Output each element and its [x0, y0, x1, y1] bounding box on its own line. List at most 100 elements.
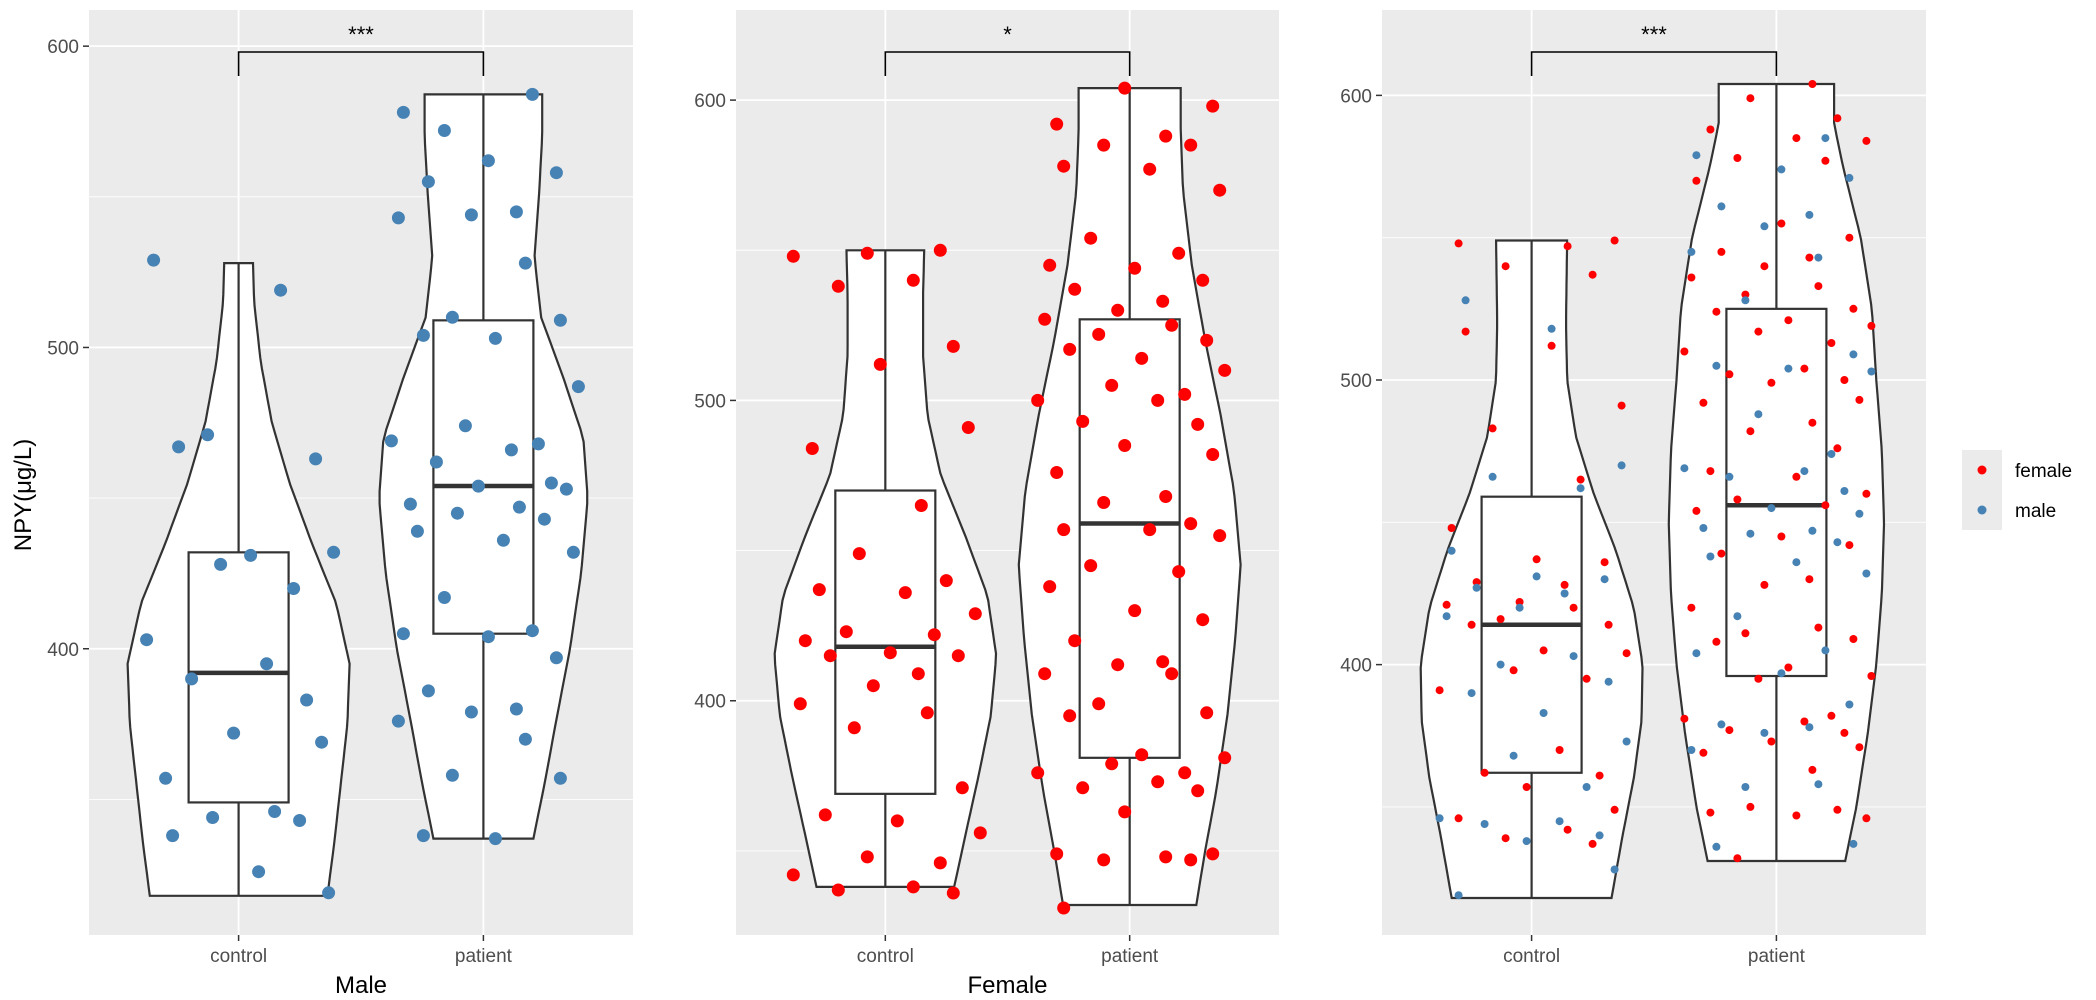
data-point [1712, 361, 1721, 370]
data-point [1569, 652, 1578, 661]
y-tick-label: 400 [1340, 656, 1372, 677]
data-point [1118, 805, 1132, 819]
data-point [504, 443, 518, 457]
data-point [1038, 312, 1052, 326]
data-point [1043, 580, 1057, 594]
data-point [553, 313, 567, 327]
data-point [1784, 364, 1793, 373]
data-point [1218, 363, 1232, 377]
data-point [1855, 509, 1864, 518]
data-point [873, 357, 887, 371]
data-point [1867, 672, 1876, 680]
data-point [518, 732, 532, 746]
data-point [391, 714, 405, 728]
data-point [1496, 660, 1505, 669]
data-point [1733, 154, 1742, 162]
data-point [531, 437, 545, 451]
data-point [1712, 842, 1721, 851]
data-point [1213, 183, 1227, 197]
data-point [1760, 222, 1769, 231]
data-point [1855, 395, 1864, 404]
data-point [185, 672, 199, 686]
data-point [1063, 342, 1077, 356]
data-point [1522, 783, 1531, 791]
data-point [1172, 565, 1186, 579]
data-point [1821, 646, 1830, 655]
data-point [1808, 765, 1817, 774]
data-point [403, 497, 417, 511]
data-point [1845, 700, 1854, 709]
data-point [1555, 817, 1564, 826]
box-control [1480, 495, 1583, 774]
data-point [951, 649, 965, 663]
data-point [1532, 555, 1541, 564]
data-point [1680, 714, 1689, 723]
box-patient [432, 319, 535, 635]
data-point [1031, 766, 1045, 780]
data-point [1156, 294, 1170, 308]
data-point [1792, 134, 1801, 143]
data-point [890, 814, 904, 828]
data-point [1692, 176, 1701, 185]
data-point [1680, 347, 1689, 356]
data-point [1105, 757, 1119, 771]
data-point [260, 657, 274, 671]
data-point [1808, 418, 1817, 427]
data-point [1741, 783, 1750, 791]
data-point [1840, 376, 1849, 384]
data-point [1717, 549, 1726, 558]
data-point [1111, 303, 1125, 317]
data-point [1547, 341, 1556, 350]
data-point [1582, 783, 1591, 791]
data-point [1845, 233, 1854, 242]
data-point [1480, 768, 1489, 777]
x-tick-label: patient [455, 946, 513, 967]
data-point [559, 482, 573, 496]
data-point [1784, 663, 1793, 672]
data-point [1821, 501, 1830, 510]
data-point [566, 545, 580, 559]
data-point [1454, 891, 1463, 900]
data-point [1569, 603, 1578, 612]
data-point [287, 582, 301, 595]
data-point [1467, 620, 1476, 629]
data-point [214, 557, 228, 571]
data-point [1076, 414, 1090, 428]
data-point [1760, 728, 1769, 737]
data-point [1610, 865, 1619, 874]
data-point [1057, 159, 1071, 173]
data-point [322, 886, 336, 900]
data-point [968, 607, 982, 621]
data-point [1515, 598, 1524, 606]
data-point [553, 771, 567, 785]
data-point [1746, 529, 1755, 538]
data-point [1805, 210, 1814, 219]
data-point [1454, 814, 1463, 823]
significance-label: *** [348, 22, 374, 47]
data-point [946, 339, 960, 353]
y-tick-label: 500 [47, 338, 79, 359]
data-point [1725, 370, 1734, 379]
data-point [496, 533, 510, 547]
data-point [1767, 737, 1776, 746]
data-point [1604, 677, 1613, 686]
y-tick-label: 500 [694, 391, 726, 412]
box-patient [1078, 318, 1181, 759]
data-point [1213, 529, 1227, 543]
data-point [1576, 484, 1585, 493]
box-patient [1725, 307, 1828, 678]
data-point [244, 548, 258, 562]
data-point [1563, 825, 1572, 834]
data-point [429, 455, 443, 469]
data-point [805, 442, 819, 455]
data-point [1454, 239, 1463, 248]
data-point [1814, 780, 1823, 789]
data-point [906, 880, 920, 894]
data-point [1038, 667, 1052, 681]
data-point [1206, 448, 1220, 461]
data-point [300, 693, 314, 707]
data-point [1496, 615, 1505, 624]
data-point [1687, 746, 1696, 754]
data-point [1754, 410, 1763, 419]
